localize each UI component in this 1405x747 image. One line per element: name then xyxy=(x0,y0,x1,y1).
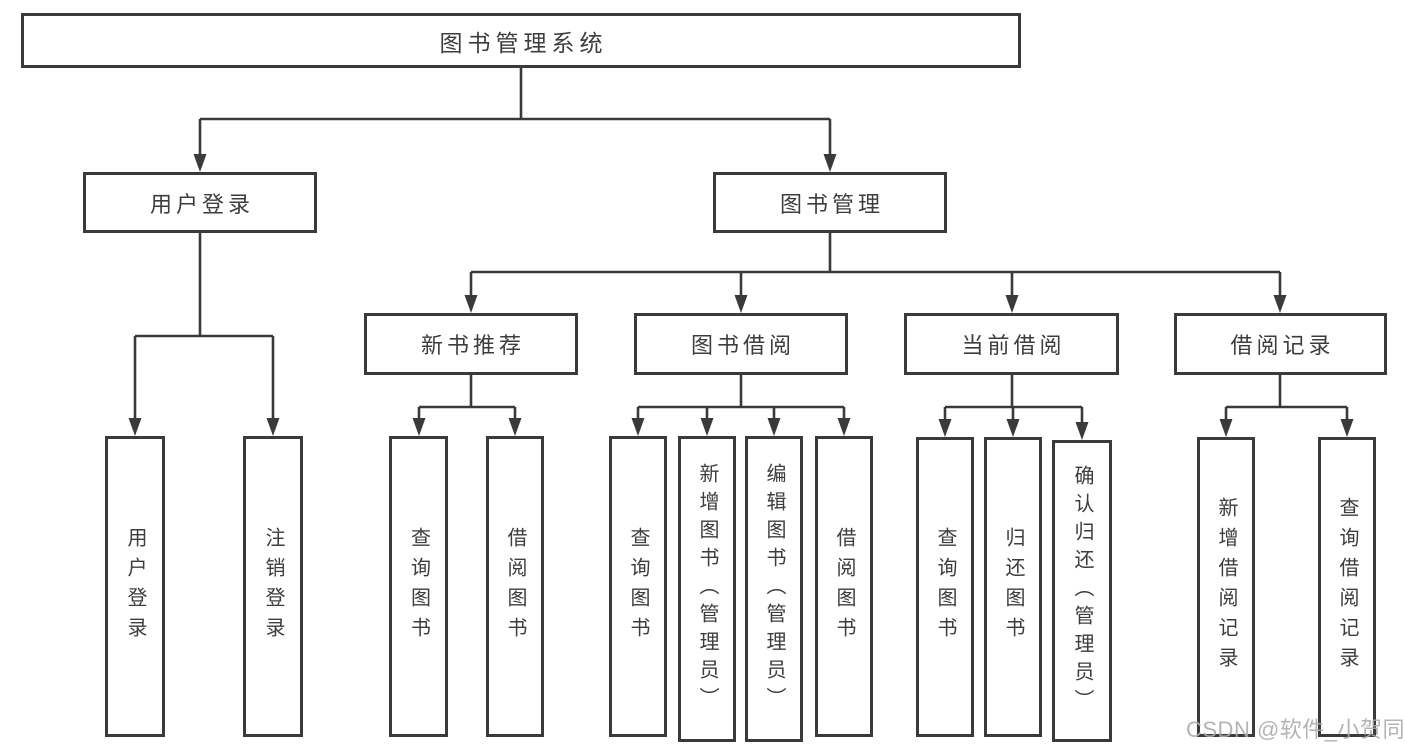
leaf-borrow-books-borrowing: 借阅图书 xyxy=(815,436,873,737)
leaf-confirm-return-admin: 确认归还（管理员） xyxy=(1052,440,1112,742)
leaf-add-borrow-record: 新增借阅记录 xyxy=(1197,437,1255,737)
leaf-borrow-books-recommend: 借阅图书 xyxy=(486,436,544,737)
node-book-borrowing: 图书借阅 xyxy=(634,313,848,375)
leaf-query-books-current: 查询图书 xyxy=(916,437,974,737)
leaf-query-books-recommend: 查询图书 xyxy=(389,436,448,737)
leaf-query-books-borrowing: 查询图书 xyxy=(609,436,667,737)
leaf-user-login: 用户登录 xyxy=(105,436,165,737)
leaf-add-book-admin: 新增图书（管理员） xyxy=(678,436,736,742)
csdn-watermark: CSDN @软件_小贺同学 xyxy=(1186,717,1405,742)
node-library-management-system: 图书管理系统 xyxy=(21,13,1021,68)
leaf-query-borrow-record: 查询借阅记录 xyxy=(1318,437,1376,737)
node-book-management: 图书管理 xyxy=(713,172,947,233)
node-user-login: 用户登录 xyxy=(83,172,317,233)
node-current-borrowing: 当前借阅 xyxy=(904,313,1119,375)
leaf-edit-book-admin: 编辑图书（管理员） xyxy=(745,436,803,742)
node-new-book-recommend: 新书推荐 xyxy=(364,313,578,375)
leaf-return-book: 归还图书 xyxy=(984,437,1042,737)
leaf-logout: 注销登录 xyxy=(243,436,303,737)
node-borrowing-records: 借阅记录 xyxy=(1174,313,1387,375)
